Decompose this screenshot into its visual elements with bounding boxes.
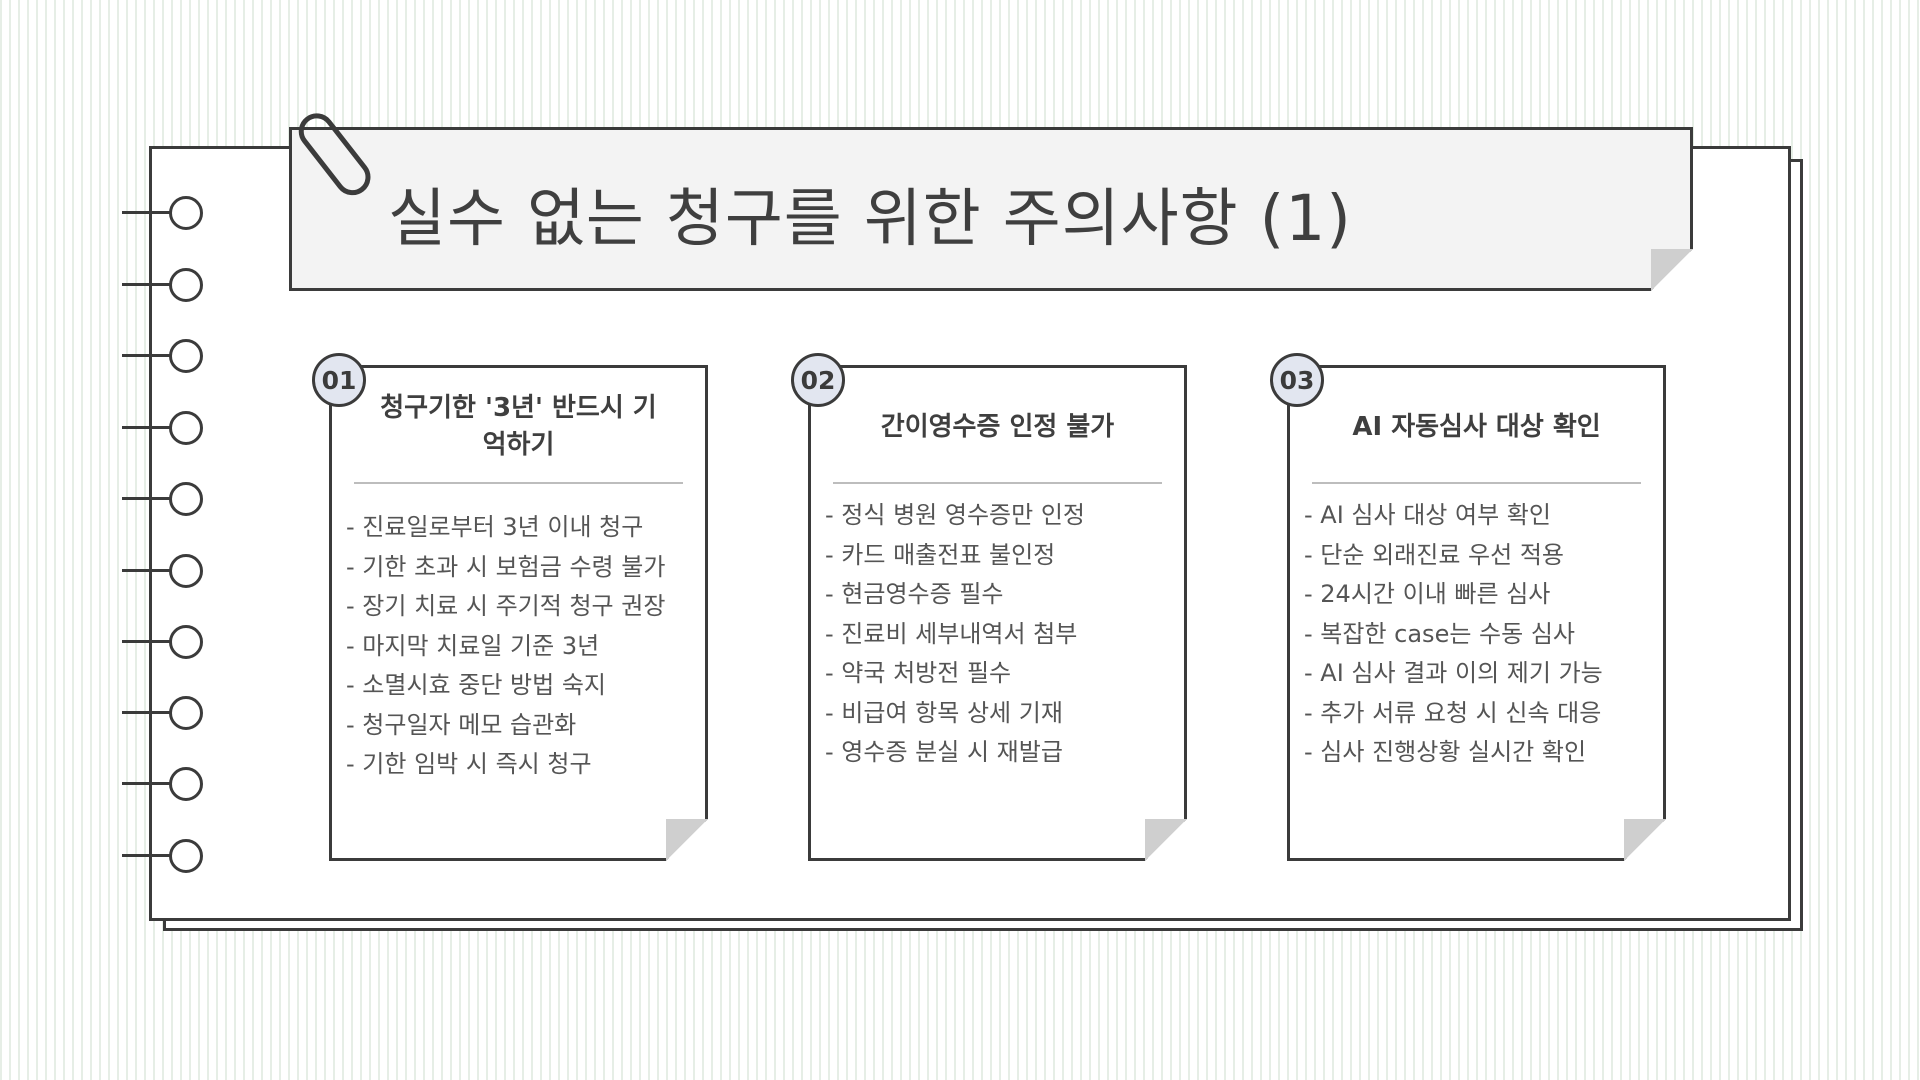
card-divider bbox=[833, 482, 1162, 484]
card-item-list: - 정식 병원 영수증만 인정 - 카드 매출전표 불인정 - 현금영수증 필수… bbox=[825, 496, 1085, 773]
card-title: 청구기한 '3년' 반드시 기억하기 bbox=[380, 393, 657, 460]
spiral-ring-icon bbox=[122, 554, 204, 588]
list-item: - 카드 매출전표 불인정 bbox=[825, 540, 1056, 569]
list-item: - 단순 외래진료 우선 적용 bbox=[1304, 540, 1564, 569]
card-number-badge: 01 bbox=[312, 353, 366, 407]
list-item: - 현금영수증 필수 bbox=[825, 580, 1004, 608]
list-item: - 장기 치료 시 주기적 청구 권장 bbox=[346, 592, 666, 620]
list-item: - 약국 처방전 필수 bbox=[825, 659, 1012, 687]
card-receipt-rules: 02 간이영수증 인정 불가 - 정식 병원 영수증만 인정 - 카드 매출전표… bbox=[791, 353, 1187, 861]
card-title: AI 자동심사 대상 확인 bbox=[1352, 411, 1601, 442]
list-item: - 정식 병원 영수증만 인정 bbox=[825, 501, 1085, 529]
page-title: 실수 없는 청구를 위한 주의사항 (1) bbox=[388, 182, 1352, 255]
spiral-ring-icon bbox=[122, 411, 204, 445]
card-title: 간이영수증 인정 불가 bbox=[880, 411, 1115, 442]
list-item: - AI 심사 대상 여부 확인 bbox=[1304, 501, 1551, 529]
list-item: - 복잡한 case는 수동 심사 bbox=[1304, 619, 1575, 648]
spiral-ring-icon bbox=[122, 196, 204, 230]
list-item: - 진료비 세부내역서 첨부 bbox=[825, 619, 1078, 648]
list-item: - 기한 임박 시 즉시 청구 bbox=[346, 750, 592, 778]
list-item: - 비급여 항목 상세 기재 bbox=[825, 698, 1063, 727]
list-item: - AI 심사 결과 이의 제기 가능 bbox=[1304, 659, 1603, 687]
list-item: - 진료일로부터 3년 이내 청구 bbox=[346, 513, 644, 541]
card-item-list: - AI 심사 대상 여부 확인 - 단순 외래진료 우선 적용 - 24시간 … bbox=[1304, 496, 1603, 773]
list-item: - 24시간 이내 빠른 심사 bbox=[1304, 580, 1551, 608]
spiral-ring-icon bbox=[122, 625, 204, 659]
list-item: - 기한 초과 시 보험금 수령 불가 bbox=[346, 552, 666, 581]
card-ai-review: 03 AI 자동심사 대상 확인 - AI 심사 대상 여부 확인 - 단순 외… bbox=[1270, 353, 1666, 861]
card-number-badge: 02 bbox=[791, 353, 845, 407]
list-item: - 심사 진행상황 실시간 확인 bbox=[1304, 738, 1587, 766]
list-item: - 청구일자 메모 습관화 bbox=[346, 710, 577, 739]
card-number-badge: 03 bbox=[1270, 353, 1324, 407]
title-banner bbox=[289, 127, 1693, 291]
list-item: - 영수증 분실 시 재발급 bbox=[825, 738, 1063, 766]
list-item: - 소멸시효 중단 방법 숙지 bbox=[346, 671, 606, 699]
spiral-ring-icon bbox=[122, 482, 204, 516]
list-item: - 추가 서류 요청 시 신속 대응 bbox=[1304, 698, 1602, 727]
list-item: - 마지막 치료일 기준 3년 bbox=[346, 631, 600, 660]
spiral-ring-icon bbox=[122, 268, 204, 302]
spiral-ring-icon bbox=[122, 767, 204, 801]
card-divider bbox=[354, 482, 683, 484]
spiral-ring-icon bbox=[122, 339, 204, 373]
card-item-list: - 진료일로부터 3년 이내 청구 - 기한 초과 시 보험금 수령 불가 - … bbox=[346, 508, 665, 785]
spiral-ring-icon bbox=[122, 839, 204, 873]
card-claim-deadline: 01 청구기한 '3년' 반드시 기억하기 - 진료일로부터 3년 이내 청구 … bbox=[312, 353, 708, 861]
spiral-ring-icon bbox=[122, 696, 204, 730]
card-divider bbox=[1312, 482, 1641, 484]
